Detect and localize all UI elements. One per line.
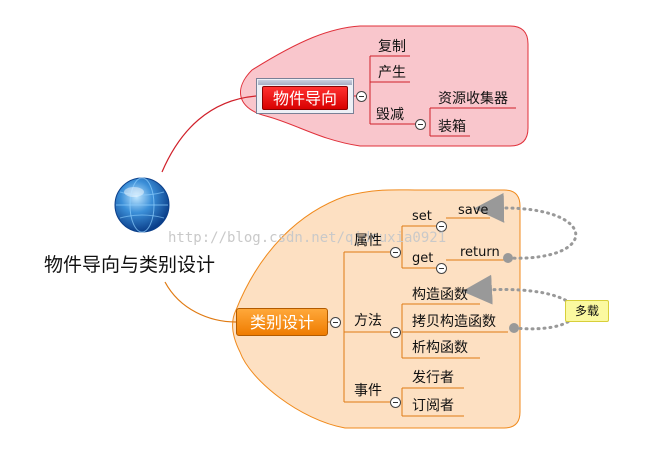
collapse-property[interactable] (390, 247, 401, 258)
collapse-set[interactable] (436, 221, 447, 232)
overload-note[interactable]: 多载 (565, 300, 609, 322)
topic-subscriber[interactable]: 订阅者 (412, 398, 454, 414)
collapse-destroy[interactable] (415, 119, 426, 130)
relation-overload (462, 274, 577, 331)
topic-gc[interactable]: 资源收集器 (438, 91, 508, 107)
topic-produce[interactable]: 产生 (378, 65, 406, 81)
topic-event[interactable]: 事件 (354, 383, 382, 399)
collapse-class-branch[interactable] (330, 317, 341, 328)
class-branch-node[interactable]: 类别设计 (236, 308, 328, 336)
topic-constructor[interactable]: 构造函数 (412, 287, 468, 303)
object-branch-node[interactable]: 物件导向 (256, 78, 354, 114)
collapse-get[interactable] (436, 263, 447, 274)
object-branch-region (240, 25, 529, 147)
relation-return-save (474, 192, 578, 260)
topic-copy-constructor[interactable]: 拷贝构造函数 (412, 314, 496, 330)
topic-destroy[interactable]: 毁减 (376, 107, 404, 123)
collapse-method[interactable] (390, 327, 401, 338)
topic-save[interactable]: save (458, 203, 489, 218)
topic-get[interactable]: get (412, 251, 434, 266)
topic-method[interactable]: 方法 (354, 313, 382, 329)
topic-return[interactable]: return (460, 245, 500, 260)
collapse-object-branch[interactable] (356, 91, 367, 102)
topic-copy[interactable]: 复制 (378, 39, 406, 55)
topic-destructor[interactable]: 析构函数 (412, 340, 468, 356)
topic-boxing[interactable]: 装箱 (438, 119, 466, 135)
collapse-event[interactable] (390, 397, 401, 408)
topic-set[interactable]: set (412, 209, 432, 224)
class-branch-region (232, 189, 521, 429)
topic-publisher[interactable]: 发行者 (412, 370, 454, 386)
object-branch-label: 物件导向 (262, 86, 348, 110)
topic-property[interactable]: 属性 (354, 233, 382, 249)
central-topic[interactable]: 物件导向与类别设计 (44, 254, 216, 276)
globe-icon (114, 177, 170, 233)
node-titlebar (258, 80, 352, 85)
watermark: http://blog.csdn.net/qjdmuxia0921 (168, 230, 447, 246)
